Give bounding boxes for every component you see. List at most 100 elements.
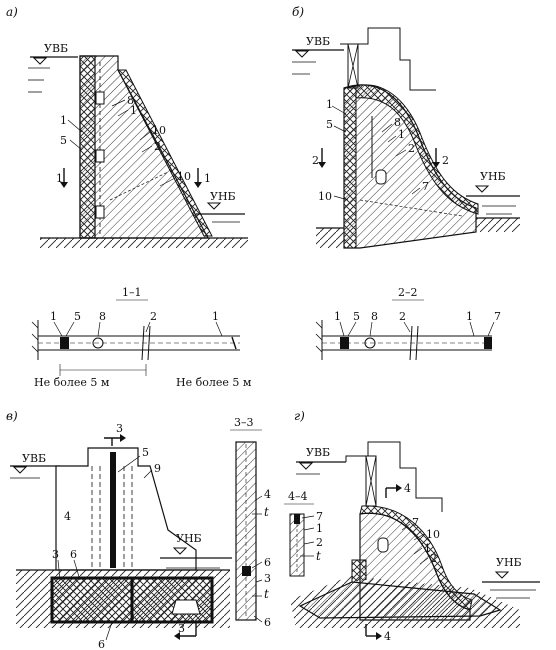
v-n6: 6 [70,548,77,561]
a-n2: 2 [154,140,161,153]
s33-t1: t [264,505,269,519]
s11-n8: 8 [99,310,106,323]
s22-n7: 7 [494,310,501,323]
v-n3top: 3 [116,422,123,435]
s44-n2: 2 [316,536,323,549]
b-n5: 5 [326,118,333,131]
s11-note-left: Не более 5 м [34,376,110,389]
upstream-level-b: УВБ [292,35,344,75]
s33-n6: 6 [264,556,271,569]
b-n7: 7 [422,180,429,193]
section-4-4: 4–4 7 1 2 t [284,490,323,577]
s33-n6b: 6 [264,616,271,629]
b-n8: 8 [394,116,401,129]
dam-body-b [343,84,477,249]
downstream-label-v: УНБ [176,532,202,545]
a-n5: 5 [60,134,67,147]
downstream-level-v: УНБ [160,532,232,569]
gallery-a2 [95,149,105,163]
g-n4bot: 4 [384,630,391,643]
a-n10: 10 [152,124,166,137]
s33-drain [242,566,251,576]
foundation-a [40,238,248,248]
sec-b-right: 2 [442,154,449,167]
upstream-label-b: УВБ [306,35,330,48]
callouts-g [401,523,429,565]
s22-n1: 1 [334,310,341,323]
s22-title: 2–2 [398,286,418,299]
callouts-b [331,105,421,201]
s44-n7: 7 [316,510,323,523]
downstream-level-b: УНБ [466,170,520,215]
gallery-a1 [95,91,105,105]
v-n6b: 6 [98,638,105,650]
upstream-label-g: УВБ [306,446,330,459]
v-n3bot: 3 [178,622,185,635]
s22-drain [340,337,349,349]
joint-line-b [359,199,463,217]
b-n1b: 1 [398,128,405,141]
upstream-level-g: УВБ [296,446,346,475]
s22-end-drain [484,337,492,349]
superstructure-b [340,27,436,91]
s22-n2: 2 [399,310,406,323]
g-n4top: 4 [404,482,411,495]
a-n1b: 1 [130,104,137,117]
gallery-b [375,169,387,185]
s11-n1b: 1 [212,310,219,323]
gallery-a3 [95,205,105,219]
section-mark-g-top: 4 [385,482,411,498]
a-n1: 1 [60,114,67,127]
spillway-face-b [355,84,479,215]
b-n10: 10 [318,190,332,203]
section-3-3: 3–3 4 t 6 3 t 6 [230,416,271,629]
v-n3: 3 [52,548,59,561]
section-mark-a: 1 1 [56,168,211,188]
section-mark-g-bot: 4 [365,624,391,643]
g-n2: 2 [430,552,437,565]
upstream-label-a: УВБ [44,42,68,55]
panel-v-letter: в) [6,409,18,423]
g-n1: 1 [424,542,431,555]
s22-n1b: 1 [466,310,473,323]
upstream-level-v: УВБ [10,452,60,479]
b-n1: 1 [326,98,333,111]
sec-b-left: 2 [312,154,319,167]
panel-b-letter: б) [292,5,304,19]
g-n10: 10 [426,528,440,541]
upstream-face-b [343,85,357,249]
section-mark-b: 2 2 [312,148,449,168]
joint-line-a [109,171,169,201]
sec-a-right: 1 [204,172,211,185]
downstream-label-a: УНБ [210,190,236,203]
drain-shaft-v [110,452,116,568]
panel-b: б) УВБ УНБ [292,5,520,249]
s33-n3: 3 [264,572,271,585]
s11-n2: 2 [150,310,157,323]
panel-a: а) УВБ УНБ 1 [6,5,248,248]
v-n4: 4 [64,510,71,523]
downstream-label-b: УНБ [480,170,506,183]
downstream-level-g: УНБ [482,556,540,599]
panel-g-letter: г) [294,409,305,423]
s44-title: 4–4 [288,490,308,503]
s22-n8: 8 [371,310,378,323]
s22-n5: 5 [353,310,360,323]
downstream-level-a: УНБ [196,190,245,223]
s11-note-right: Не более 5 м [176,376,252,389]
s44-n1: 1 [316,522,323,535]
s11-n1: 1 [50,310,57,323]
g-n7: 7 [412,516,419,529]
section-mark-v: 3 3 [104,422,197,640]
panel-g: г) УВБ 4 УНБ [290,409,540,643]
a-n10b: 10 [177,170,191,183]
gallery-g [377,537,389,553]
callouts-v [57,455,153,641]
sec-a-left: 1 [56,172,63,185]
a-n8: 8 [127,94,134,107]
s44-t: t [316,549,321,563]
v-n9: 9 [154,462,161,475]
b-n2: 2 [408,142,415,155]
downstream-label-g: УНБ [496,556,522,569]
